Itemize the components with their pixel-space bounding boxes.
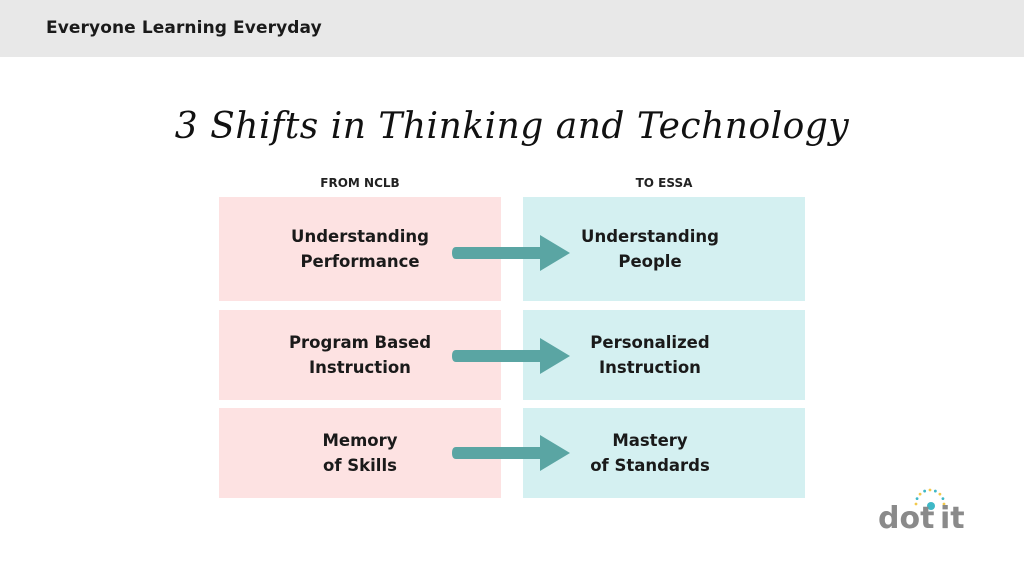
from-column-heading: FROM NCLB: [320, 176, 400, 190]
from-box-label: Program Based Instruction: [288, 333, 432, 377]
to-box-2: Personalized Instruction: [523, 310, 805, 400]
from-box-2: Program Based Instruction: [219, 310, 501, 400]
to-column-heading: TO ESSA: [635, 176, 693, 190]
arrow-right-icon: [452, 435, 570, 471]
logo-dot: [923, 489, 927, 493]
logo-text: it: [940, 501, 965, 534]
logo-dot: [942, 502, 946, 506]
from-box-label: Understanding Performance: [291, 227, 429, 271]
logo-dot: [933, 489, 937, 493]
to-box-label: Mastery of Standards: [590, 431, 710, 475]
logo-dot: [941, 497, 945, 501]
arrow-right-icon: [452, 235, 570, 271]
arrow-right-icon: [452, 338, 570, 374]
logo-dot: [938, 492, 942, 496]
logo-dot: [918, 492, 922, 496]
to-box-label: Understanding People: [581, 227, 719, 271]
header-bar: Everyone Learning Everyday: [0, 0, 1024, 57]
logo-text: dot: [878, 501, 934, 534]
logo-dot: [915, 497, 919, 501]
logo-dot: [928, 488, 932, 492]
dot-it-logo: dot it: [878, 488, 965, 534]
logo-dots-arc: [914, 488, 946, 510]
logo-dot: [914, 502, 918, 506]
header-title: Everyone Learning Everyday: [46, 18, 322, 38]
slide-title: 3 Shifts in Thinking and Technology: [174, 106, 850, 147]
to-box-1: Understanding People: [523, 197, 805, 301]
logo-accent-dot: [927, 502, 935, 510]
to-box-label: Personalized Instruction: [590, 333, 710, 377]
from-box-label: Memory of Skills: [322, 431, 398, 475]
